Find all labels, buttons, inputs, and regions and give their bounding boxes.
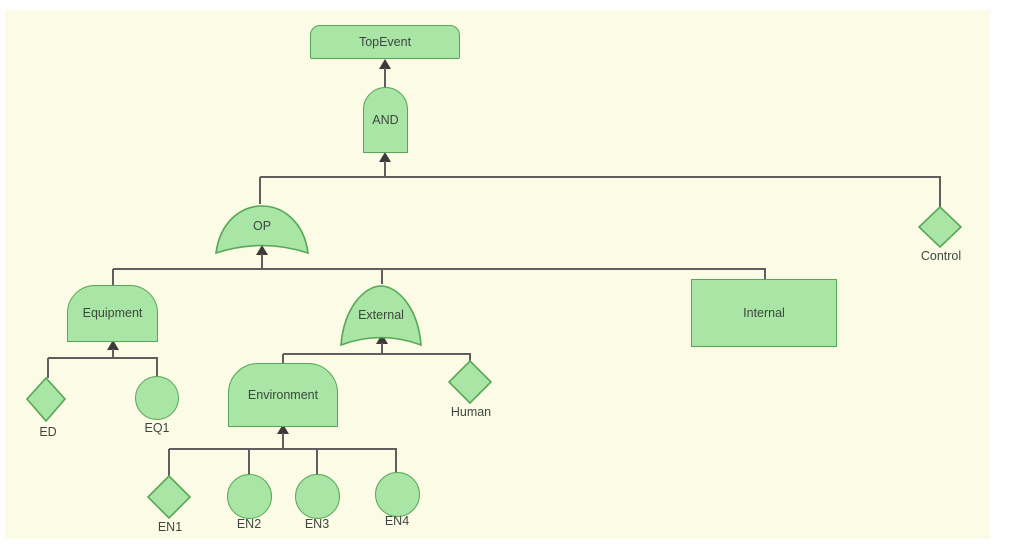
node-en3[interactable] [295, 474, 340, 519]
arrow-up-icon [256, 245, 268, 255]
connector-line [381, 269, 383, 284]
connector-line [259, 177, 261, 204]
arrow-up-icon [376, 334, 388, 344]
node-equipment[interactable]: Equipment [67, 285, 158, 342]
connector-line [395, 449, 397, 473]
connector-line [282, 433, 284, 449]
connector-line [283, 353, 471, 355]
node-label-control: Control [920, 249, 962, 263]
connector-line [261, 254, 263, 269]
node-label: Equipment [82, 306, 143, 321]
diamond-icon [918, 206, 962, 248]
node-control[interactable] [918, 206, 962, 248]
connector-line [156, 358, 158, 377]
node-label: Environment [247, 387, 319, 402]
connector-line [168, 449, 170, 476]
connector-line [47, 358, 49, 378]
node-label: External [358, 308, 404, 322]
node-op-gate[interactable]: OP [213, 203, 311, 256]
node-label: Internal [743, 305, 785, 320]
node-label-ed: ED [39, 425, 57, 439]
node-environment[interactable]: Environment [228, 363, 338, 427]
node-human[interactable] [448, 360, 492, 404]
node-label-en1: EN1 [157, 520, 183, 534]
arrow-up-icon [107, 340, 119, 350]
connector-line [112, 269, 114, 286]
connector-line [260, 176, 941, 178]
connector-line [469, 354, 471, 362]
node-external[interactable]: External [338, 283, 424, 349]
node-label-en4: EN4 [384, 514, 410, 528]
connector-line [248, 449, 250, 475]
node-label: AND [372, 112, 399, 127]
node-label-eq1: EQ1 [144, 421, 170, 435]
node-label-human: Human [450, 405, 492, 419]
arrow-up-icon [379, 152, 391, 162]
connector-line [384, 161, 386, 177]
diagram-canvas[interactable] [5, 10, 990, 539]
connector-line [113, 268, 766, 270]
connector-line [316, 449, 318, 475]
node-label-en2: EN2 [236, 517, 262, 531]
connector-line [381, 343, 383, 354]
diamond-icon [26, 377, 66, 422]
connector-line [764, 269, 766, 280]
arrow-up-icon [277, 424, 289, 434]
node-eq1[interactable] [135, 376, 179, 420]
node-and-gate[interactable]: AND [363, 87, 408, 153]
node-internal[interactable]: Internal [691, 279, 837, 347]
arrow-up-icon [379, 59, 391, 69]
node-ed[interactable] [26, 377, 66, 422]
or-gate-icon [215, 205, 309, 255]
node-label: OP [252, 219, 272, 233]
node-en4[interactable] [375, 472, 420, 517]
connector-line [282, 354, 284, 364]
diamond-icon [448, 360, 492, 404]
connector-line [939, 177, 941, 207]
node-label-en3: EN3 [304, 517, 330, 531]
node-en1[interactable] [147, 475, 191, 519]
or-gate-icon [340, 285, 422, 347]
node-label: TopEvent [358, 34, 412, 49]
node-en2[interactable] [227, 474, 272, 519]
connector-line [384, 68, 386, 88]
connector-line [112, 349, 114, 358]
connector-line [48, 357, 158, 359]
connector-line [169, 448, 397, 450]
node-top-event[interactable]: TopEvent [310, 25, 460, 59]
diamond-icon [147, 475, 191, 519]
